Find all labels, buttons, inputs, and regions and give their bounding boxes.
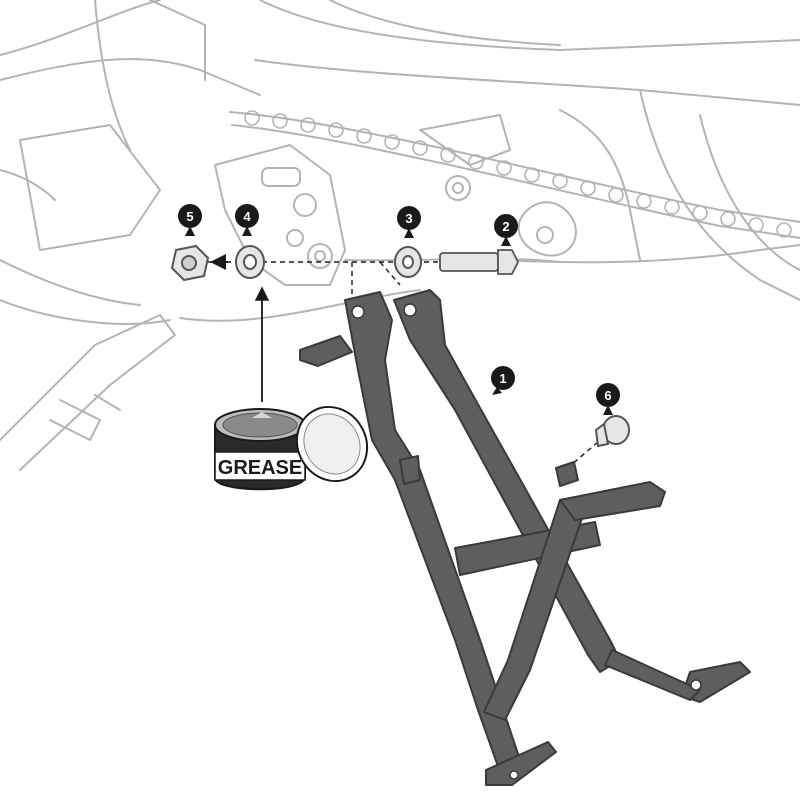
nut	[170, 244, 210, 282]
callout-5-label: 5	[186, 209, 193, 224]
callout-6: 6	[596, 383, 620, 415]
callout-1: 1	[491, 366, 515, 395]
grease-label: GREASE	[218, 457, 302, 479]
callout-4: 4	[235, 204, 259, 236]
callout-2-label: 2	[502, 219, 509, 234]
rubber-stopper	[594, 415, 630, 448]
callout-3-label: 3	[405, 211, 412, 226]
bolt	[439, 249, 520, 275]
callout-5: 5	[178, 204, 202, 236]
grease-can: GREASE	[214, 405, 369, 491]
callout-6-label: 6	[604, 388, 611, 403]
spacer-washer	[235, 245, 265, 279]
center-stand	[299, 289, 751, 786]
motorcycle-outline	[0, 0, 800, 471]
washer	[394, 246, 422, 278]
callout-3: 3	[397, 206, 421, 238]
stand-pivot-holes	[351, 303, 702, 780]
callout-4-label: 4	[243, 209, 251, 224]
callout-2: 2	[494, 214, 518, 246]
callout-1-label: 1	[499, 371, 506, 386]
